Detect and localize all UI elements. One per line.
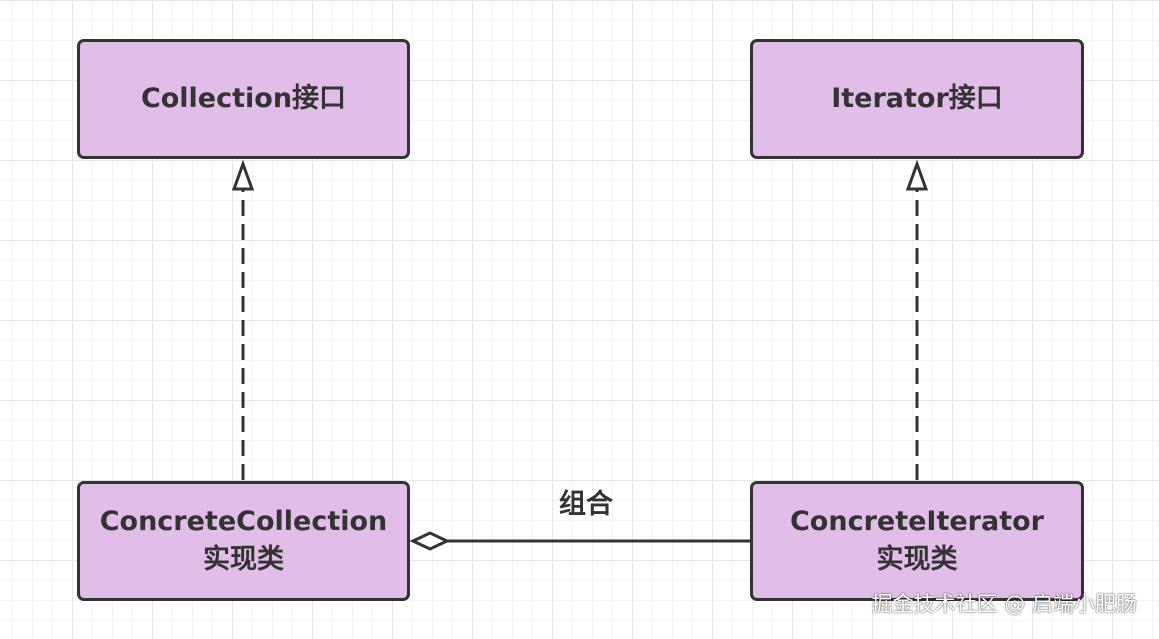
collection-interface-box: Collection接口 xyxy=(77,39,410,159)
concrete-iterator-title: ConcreteIterator xyxy=(789,506,1044,537)
concrete-iterator-subtitle: 实现类 xyxy=(876,544,958,575)
concrete-collection-box: ConcreteCollection 实现类 xyxy=(77,481,410,601)
collection-interface-title: Collection接口 xyxy=(140,83,347,114)
concrete-iterator-box: ConcreteIterator 实现类 xyxy=(750,481,1084,601)
realization-arrowhead-iterator xyxy=(905,159,929,191)
aggregation-diamond xyxy=(409,531,451,551)
watermark-text: 掘金技术社区 @ 启端小肥肠 xyxy=(871,592,1137,616)
realization-arrowhead-collection xyxy=(231,159,255,191)
iterator-interface-title: Iterator接口 xyxy=(831,83,1003,114)
concrete-collection-subtitle: 实现类 xyxy=(203,544,284,575)
concrete-collection-title: ConcreteCollection xyxy=(99,506,388,537)
iterator-interface-box: Iterator接口 xyxy=(750,39,1084,159)
aggregation-label: 组合 xyxy=(559,489,613,520)
